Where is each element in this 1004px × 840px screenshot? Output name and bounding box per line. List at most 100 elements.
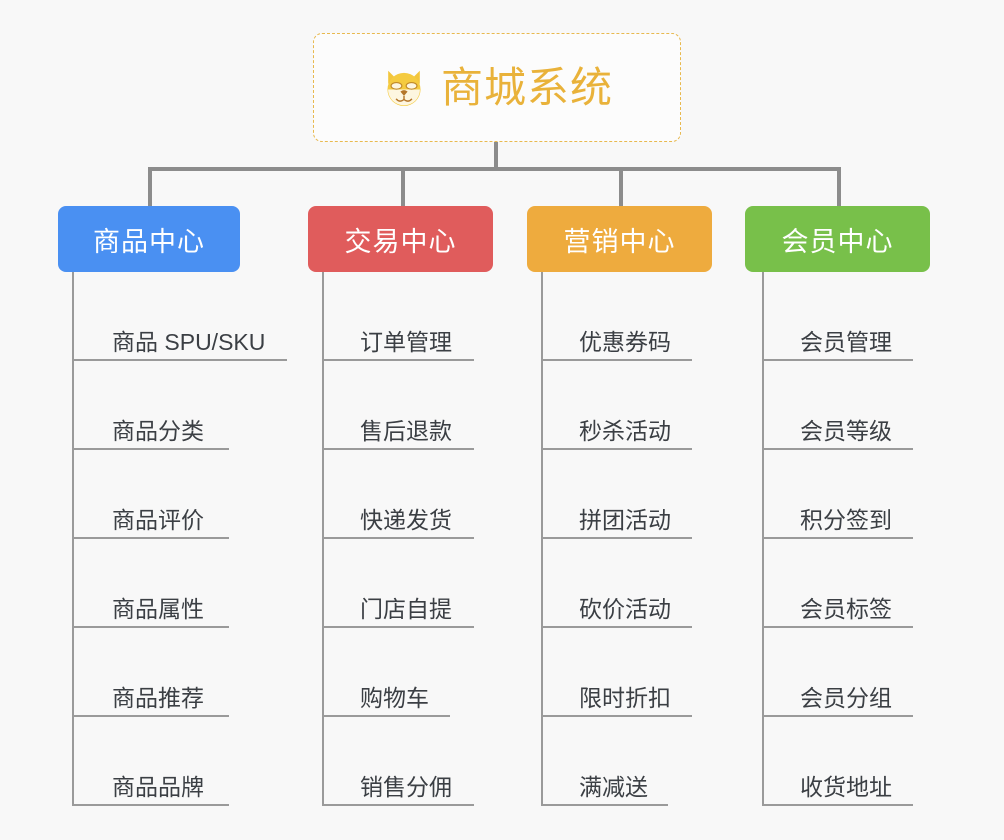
leaf-item-label: 优惠券码 <box>579 328 671 355</box>
leaf-item-label: 限时折扣 <box>579 684 671 711</box>
dog-face-icon <box>387 70 421 106</box>
root-node[interactable]: 商城系统 <box>313 33 681 142</box>
leaf-item-underline <box>762 359 913 361</box>
leaf-item-underline <box>541 626 692 628</box>
leaf-item-label: 会员等级 <box>800 417 892 444</box>
leaf-item-label: 会员标签 <box>800 595 892 622</box>
leaf-item-label: 会员分组 <box>800 684 892 711</box>
leaf-item[interactable]: 优惠券码 <box>541 272 712 361</box>
connector-drop-1 <box>148 167 152 206</box>
leaf-item[interactable]: 商品品牌 <box>72 717 265 806</box>
leaf-item-underline <box>762 626 913 628</box>
leaf-item-underline <box>322 537 474 539</box>
leaf-item[interactable]: 售后退款 <box>322 361 493 450</box>
branch-4: 会员中心会员管理会员等级积分签到会员标签会员分组收货地址 <box>745 206 930 806</box>
category-label: 交易中心 <box>344 226 457 257</box>
leaf-item-label: 售后退款 <box>360 417 452 444</box>
category-box-4[interactable]: 会员中心 <box>745 206 930 272</box>
branch-2: 交易中心订单管理售后退款快递发货门店自提购物车销售分佣 <box>308 206 493 806</box>
category-label: 会员中心 <box>781 226 894 257</box>
leaf-item-label: 门店自提 <box>360 595 452 622</box>
leaf-item-underline <box>541 715 692 717</box>
category-label: 商品中心 <box>93 226 205 257</box>
leaf-item[interactable]: 商品评价 <box>72 450 265 539</box>
leaf-item[interactable]: 会员管理 <box>762 272 930 361</box>
branch-3: 营销中心优惠券码秒杀活动拼团活动砍价活动限时折扣满减送 <box>527 206 712 806</box>
leaf-item-underline <box>72 537 229 539</box>
leaf-item[interactable]: 门店自提 <box>322 539 493 628</box>
leaf-spine <box>72 272 74 806</box>
leaf-item[interactable]: 砍价活动 <box>541 539 712 628</box>
leaf-item[interactable]: 会员标签 <box>762 539 930 628</box>
leaf-list-4: 会员管理会员等级积分签到会员标签会员分组收货地址 <box>762 272 930 806</box>
leaf-item[interactable]: 会员等级 <box>762 361 930 450</box>
leaf-item-underline <box>322 804 474 806</box>
leaf-item[interactable]: 收货地址 <box>762 717 930 806</box>
leaf-item-underline <box>762 448 913 450</box>
leaf-item[interactable]: 会员分组 <box>762 628 930 717</box>
leaf-item[interactable]: 积分签到 <box>762 450 930 539</box>
leaf-item-underline <box>541 804 668 806</box>
branch-1: 商品中心商品 SPU/SKU 商品分类商品评价商品属性商品推荐商品品牌 <box>58 206 287 806</box>
leaf-item-underline <box>72 448 229 450</box>
leaf-item-underline <box>322 448 474 450</box>
leaf-item[interactable]: 商品推荐 <box>72 628 265 717</box>
leaf-item-label: 拼团活动 <box>579 506 671 533</box>
category-label: 营销中心 <box>563 226 676 257</box>
leaf-item-underline <box>322 359 474 361</box>
leaf-item-underline <box>762 804 913 806</box>
category-box-3[interactable]: 营销中心 <box>527 206 712 272</box>
leaf-item-underline <box>541 537 692 539</box>
leaf-item[interactable]: 秒杀活动 <box>541 361 712 450</box>
leaf-item-label: 商品推荐 <box>112 684 204 711</box>
leaf-item[interactable]: 购物车 <box>322 628 493 717</box>
leaf-item-label: 订单管理 <box>360 328 452 355</box>
leaf-item[interactable]: 商品属性 <box>72 539 265 628</box>
leaf-item-underline <box>541 448 692 450</box>
leaf-spine <box>762 272 764 806</box>
leaf-item-label: 满减送 <box>579 773 648 800</box>
leaf-item-label: 会员管理 <box>800 328 892 355</box>
leaf-item-label: 商品品牌 <box>112 773 204 800</box>
leaf-list-3: 优惠券码秒杀活动拼团活动砍价活动限时折扣满减送 <box>541 272 712 806</box>
leaf-item-underline <box>541 359 692 361</box>
connector-drop-4 <box>837 167 841 206</box>
connector-drop-2 <box>401 167 405 206</box>
leaf-item-underline <box>72 804 229 806</box>
category-box-2[interactable]: 交易中心 <box>308 206 493 272</box>
leaf-item-underline <box>322 715 450 717</box>
leaf-item[interactable]: 销售分佣 <box>322 717 493 806</box>
leaf-item-label: 收货地址 <box>800 773 892 800</box>
leaf-item-underline <box>72 359 287 361</box>
leaf-item-label: 销售分佣 <box>360 773 452 800</box>
leaf-item[interactable]: 订单管理 <box>322 272 493 361</box>
leaf-item-label: 积分签到 <box>800 506 892 533</box>
leaf-item-underline <box>72 715 229 717</box>
leaf-item-label: 商品 SPU/SKU <box>112 328 266 355</box>
leaf-list-1: 商品 SPU/SKU 商品分类商品评价商品属性商品推荐商品品牌 <box>72 272 287 806</box>
leaf-item-label: 购物车 <box>360 684 429 711</box>
leaf-item[interactable]: 商品分类 <box>72 361 265 450</box>
root-title: 商城系统 <box>440 63 613 111</box>
connector-stem <box>494 142 498 169</box>
leaf-item-underline <box>322 626 474 628</box>
leaf-item-label: 商品属性 <box>112 595 204 622</box>
leaf-item-underline <box>762 537 913 539</box>
leaf-item-underline <box>72 626 229 628</box>
leaf-item-label: 商品分类 <box>112 417 204 444</box>
category-box-1[interactable]: 商品中心 <box>58 206 240 272</box>
leaf-item-label: 快递发货 <box>360 506 452 533</box>
leaf-spine <box>322 272 324 806</box>
leaf-spine <box>541 272 543 806</box>
leaf-item-underline <box>762 715 913 717</box>
leaf-item-label: 商品评价 <box>112 506 204 533</box>
leaf-item[interactable]: 快递发货 <box>322 450 493 539</box>
leaf-item[interactable]: 限时折扣 <box>541 628 712 717</box>
leaf-item-label: 砍价活动 <box>579 595 671 622</box>
leaf-item[interactable]: 拼团活动 <box>541 450 712 539</box>
connector-drop-3 <box>619 167 623 206</box>
leaf-item[interactable]: 商品 SPU/SKU <box>72 272 287 361</box>
leaf-item[interactable]: 满减送 <box>541 717 712 806</box>
connector-horizontal-bar <box>149 167 841 171</box>
